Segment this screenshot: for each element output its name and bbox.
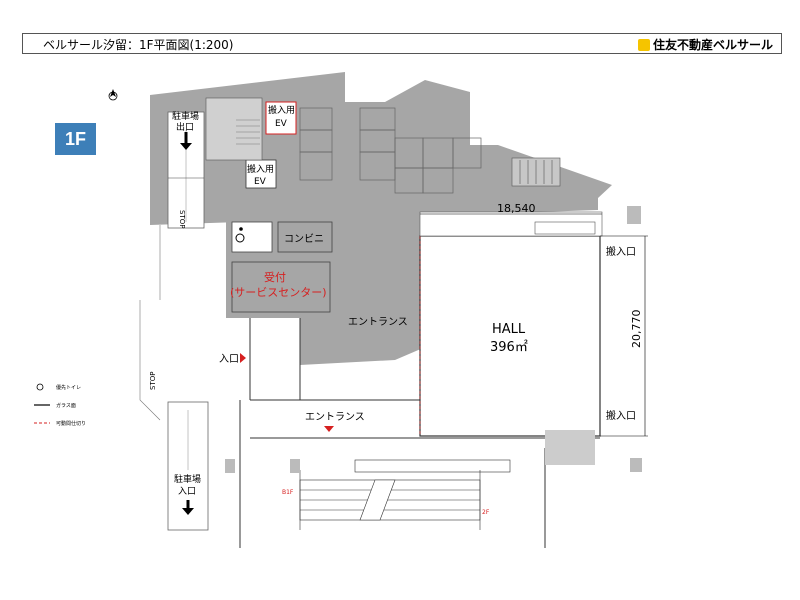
- back-office-rooms: [299, 107, 482, 194]
- structural-columns: [225, 206, 642, 473]
- parking-entry-label-1: 駐車場: [174, 473, 201, 485]
- brand-logo: 住友不動産ベルサール: [637, 36, 773, 53]
- down-arrow-icon: [182, 508, 194, 515]
- b1f-label: B1F: [282, 489, 294, 496]
- legend-item-label: 優先トイレ: [56, 384, 81, 391]
- hall-area: 396㎡: [490, 340, 528, 355]
- reception-label: 受付: [264, 271, 286, 284]
- main-entrance-label: エントランス: [305, 411, 365, 423]
- entrance-marker: [324, 426, 334, 432]
- stop-label-top: STOP: [178, 210, 186, 228]
- hall-name: HALL: [492, 322, 526, 337]
- parking-exit-label-1: 駐車場: [172, 110, 199, 122]
- page-title: ベルサール汐留：1F平面図(1:200): [43, 38, 234, 52]
- dimension-lines: [420, 213, 648, 437]
- north-arrow-icon: [108, 89, 118, 101]
- loading-dock-top: 搬入口: [606, 245, 636, 258]
- right-stair: [511, 157, 561, 187]
- brand-name: 住友不動産ベルサール: [652, 38, 773, 52]
- hall-depth-dimension: 20,770: [630, 310, 643, 349]
- legend-item-label: 可動間仕切り: [56, 420, 86, 427]
- freight-ev-top-label-2: EV: [275, 119, 288, 129]
- entry-label: 入口: [219, 354, 239, 365]
- stair-core-left: [205, 97, 263, 161]
- lobby-area: [226, 212, 430, 365]
- parking-entry-ramp: [139, 225, 209, 531]
- freight-ev-mid-label-1: 搬入用: [247, 163, 274, 175]
- entry-marker: [240, 353, 246, 363]
- restroom-block: [231, 221, 273, 253]
- accessible-toilet-icon: [235, 227, 245, 243]
- down-arrow-icon: [180, 143, 192, 150]
- parking-entry-label-2: 入口: [178, 486, 196, 497]
- legend-item-label: ガラス面: [56, 402, 76, 409]
- loading-dock-bottom: 搬入口: [606, 409, 636, 422]
- freight-elevator-mid: [245, 159, 277, 189]
- hall: [419, 211, 603, 437]
- accessible-toilet-icon: [36, 383, 44, 391]
- parking-exit-ramp: [167, 111, 205, 229]
- escalator-area: [299, 459, 511, 530]
- stop-label-bottom: STOP: [149, 372, 157, 390]
- convenience-label: コンビニ: [284, 233, 324, 245]
- freight-ev-top-label-1: 搬入用: [268, 104, 295, 116]
- stair-lines: [236, 119, 260, 145]
- parking-exit-label-2: 出口: [176, 121, 194, 133]
- floor-badge: 1F: [55, 123, 96, 155]
- header-bar: ベルサール汐留：1F平面図(1:200) 住友不動産ベルサール: [22, 33, 782, 54]
- convenience-store: [277, 221, 333, 253]
- legend: 優先トイレ ガラス面 可動間仕切り: [34, 383, 86, 427]
- reception-counter: [231, 261, 331, 313]
- freight-elevator-top: [265, 101, 297, 135]
- freight-ev-mid-label-2: EV: [254, 177, 267, 187]
- lobby-entrance-label: エントランス: [348, 316, 408, 328]
- to-2f-label: 2F: [482, 509, 490, 516]
- brand-logo-icon: [637, 39, 650, 51]
- reception-sub-label: (サービスセンター): [230, 286, 327, 299]
- hall-width-dimension: 18,540: [497, 202, 536, 215]
